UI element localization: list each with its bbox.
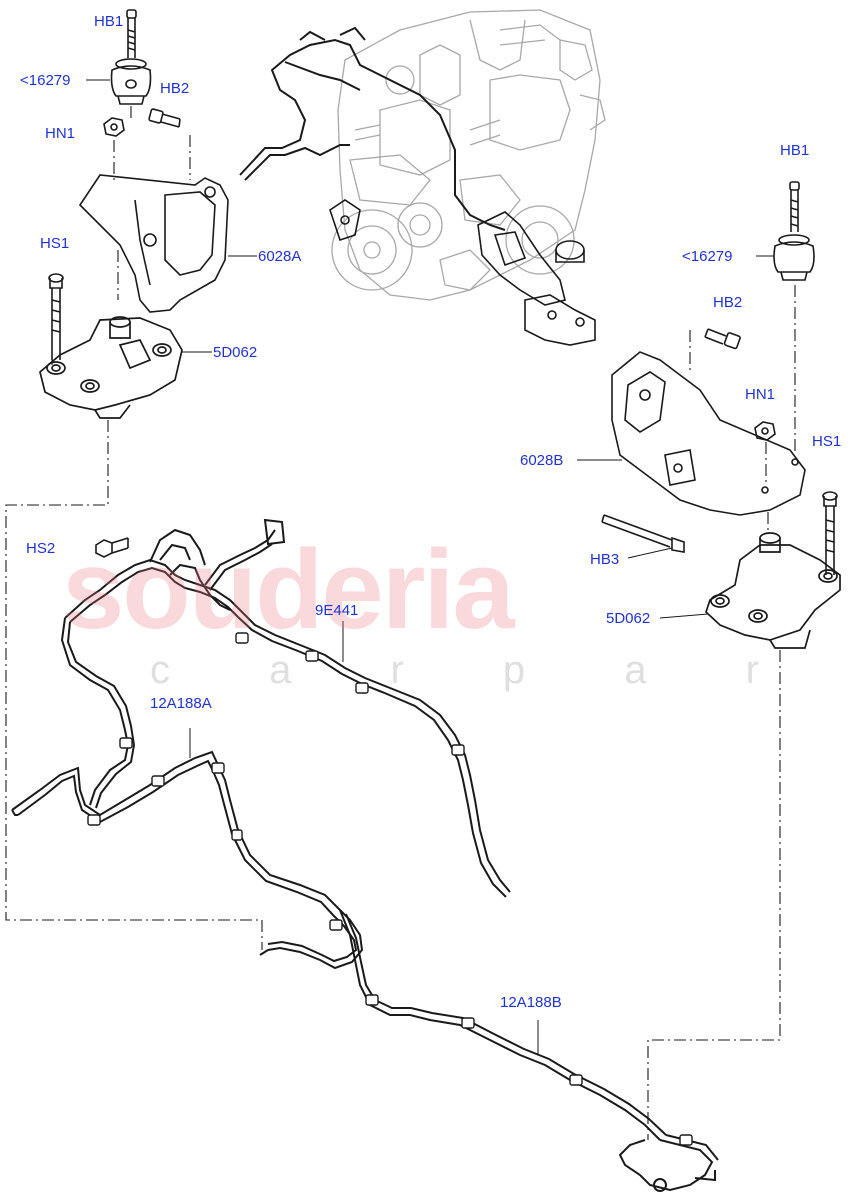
label-6028b: 6028B [520, 452, 564, 469]
label-9e441: 9E441 [315, 602, 359, 619]
label-16279-right: <16279 [682, 248, 733, 265]
harness-12a188b [339, 909, 719, 1192]
label-hs2: HS2 [26, 540, 56, 557]
left-16279-insulator [110, 58, 152, 105]
label-hb1-left: HB1 [94, 13, 124, 30]
hs2-bolt [95, 537, 129, 558]
label-hb1-right: HB1 [780, 142, 810, 159]
label-hs1-right: HS1 [812, 433, 842, 450]
label-12a188a: 12A188A [150, 695, 212, 712]
harness-12a188a [11, 750, 364, 970]
left-hn1-nut [103, 117, 125, 137]
left-hb1-bolt [126, 9, 137, 58]
harness-clips [87, 632, 693, 1146]
harness-9e441 [60, 518, 511, 898]
leader-lines [86, 79, 774, 1055]
label-hb2-right: HB2 [713, 294, 743, 311]
left-6028a-bracket [78, 174, 229, 313]
right-16279-insulator [773, 234, 815, 281]
label-hn1-right: HN1 [745, 386, 776, 403]
left-hs1-stud [48, 273, 64, 360]
engine-harness [239, 26, 506, 231]
label-5d062-left: 5D062 [213, 344, 258, 361]
right-hb2-bolt [704, 328, 741, 350]
right-6028b-bracket [611, 351, 806, 516]
construction-lines [5, 106, 796, 1140]
label-5d062-right: 5D062 [606, 610, 651, 627]
right-hb3-bolt [601, 514, 685, 553]
left-hb2-bolt [148, 108, 181, 128]
label-6028a: 6028A [258, 248, 302, 265]
right-hn1-nut [754, 421, 776, 441]
engine-mount-bracket [329, 199, 596, 346]
label-hs1-left: HS1 [40, 235, 70, 252]
right-hs1-stud [822, 491, 838, 575]
right-5d062-mount [705, 532, 841, 649]
label-12a188b: 12A188B [500, 994, 562, 1011]
label-hb2-left: HB2 [160, 80, 190, 97]
label-hb3: HB3 [590, 551, 620, 568]
label-16279-left: <16279 [20, 72, 71, 89]
right-hb1-bolt [789, 181, 800, 232]
engine-assembly [331, 9, 606, 301]
label-hn1-left: HN1 [45, 125, 76, 142]
left-5d062-mount [39, 316, 183, 419]
